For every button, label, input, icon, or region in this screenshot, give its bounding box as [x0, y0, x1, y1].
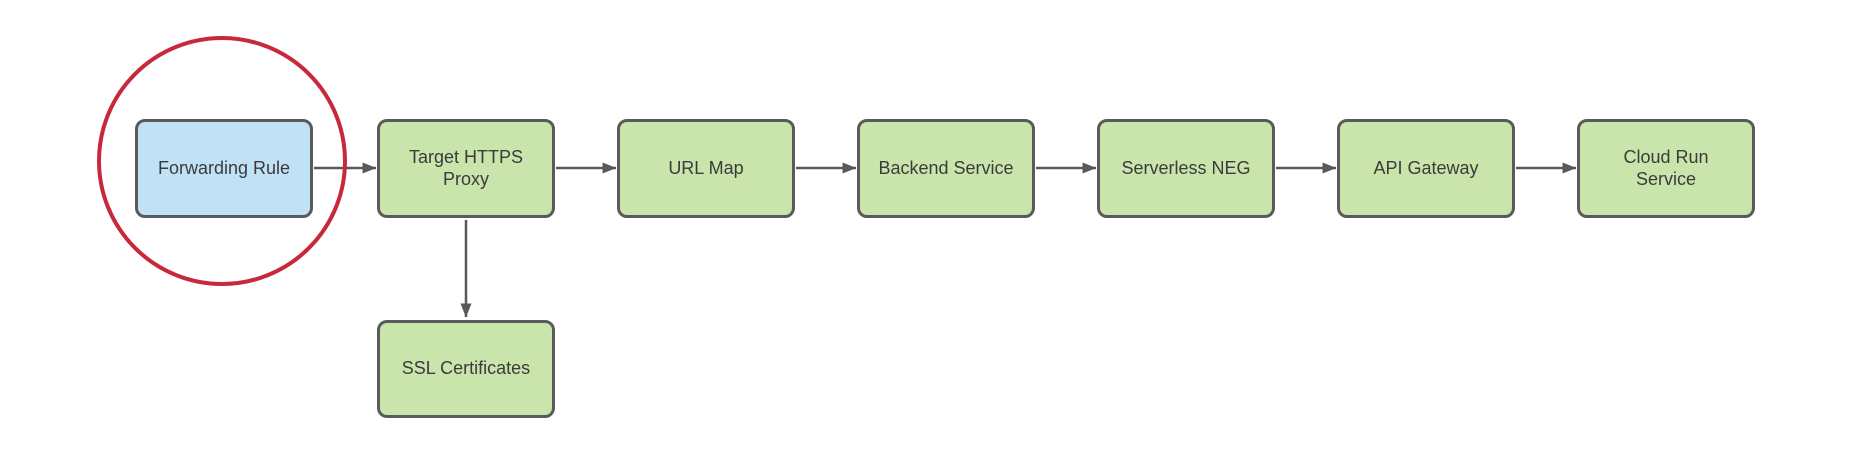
node-target-https-proxy: Target HTTPS Proxy	[377, 119, 555, 218]
highlight-ellipse	[97, 36, 347, 286]
node-label: URL Map	[668, 157, 744, 178]
node-label: API Gateway	[1373, 157, 1479, 178]
node-label: Target HTTPS Proxy	[408, 146, 524, 189]
node-serverless-neg: Serverless NEG	[1097, 119, 1275, 218]
node-api-gateway: API Gateway	[1337, 119, 1515, 218]
node-label: Serverless NEG	[1121, 157, 1251, 178]
node-cloud-run-service: Cloud Run Service	[1577, 119, 1755, 218]
node-label: Backend Service	[878, 157, 1014, 178]
node-url-map: URL Map	[617, 119, 795, 218]
node-ssl-certificates: SSL Certificates	[377, 320, 555, 418]
node-label: Cloud Run Service	[1623, 146, 1709, 189]
node-backend-service: Backend Service	[857, 119, 1035, 218]
node-label: SSL Certificates	[401, 358, 531, 379]
